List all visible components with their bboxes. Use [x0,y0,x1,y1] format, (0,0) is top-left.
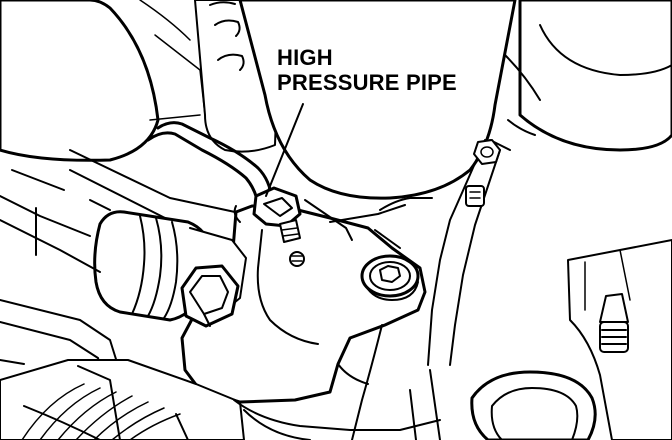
high-pressure-pipe-label: HIGH PRESSURE PIPE [277,45,507,95]
upper-left-component [0,0,206,162]
threaded-stud-right [599,293,629,353]
callout-line-1: HIGH [277,45,333,70]
high-pressure-pipe [146,121,274,207]
callout-line-2: PRESSURE PIPE [277,70,457,95]
pipe-union-nut [233,186,302,243]
lower-left-linework [0,149,236,393]
right-cylinder [504,0,672,152]
bolt-middle-right [465,185,485,207]
lifting-ring [470,370,597,440]
injector-bolt [180,264,240,328]
small-fitting [289,251,305,267]
bottom-hoses [233,369,441,440]
socket-bolt [360,254,420,301]
lower-left-assembly [0,359,245,440]
callout-leader [265,103,304,197]
hex-nut-right [473,139,501,165]
